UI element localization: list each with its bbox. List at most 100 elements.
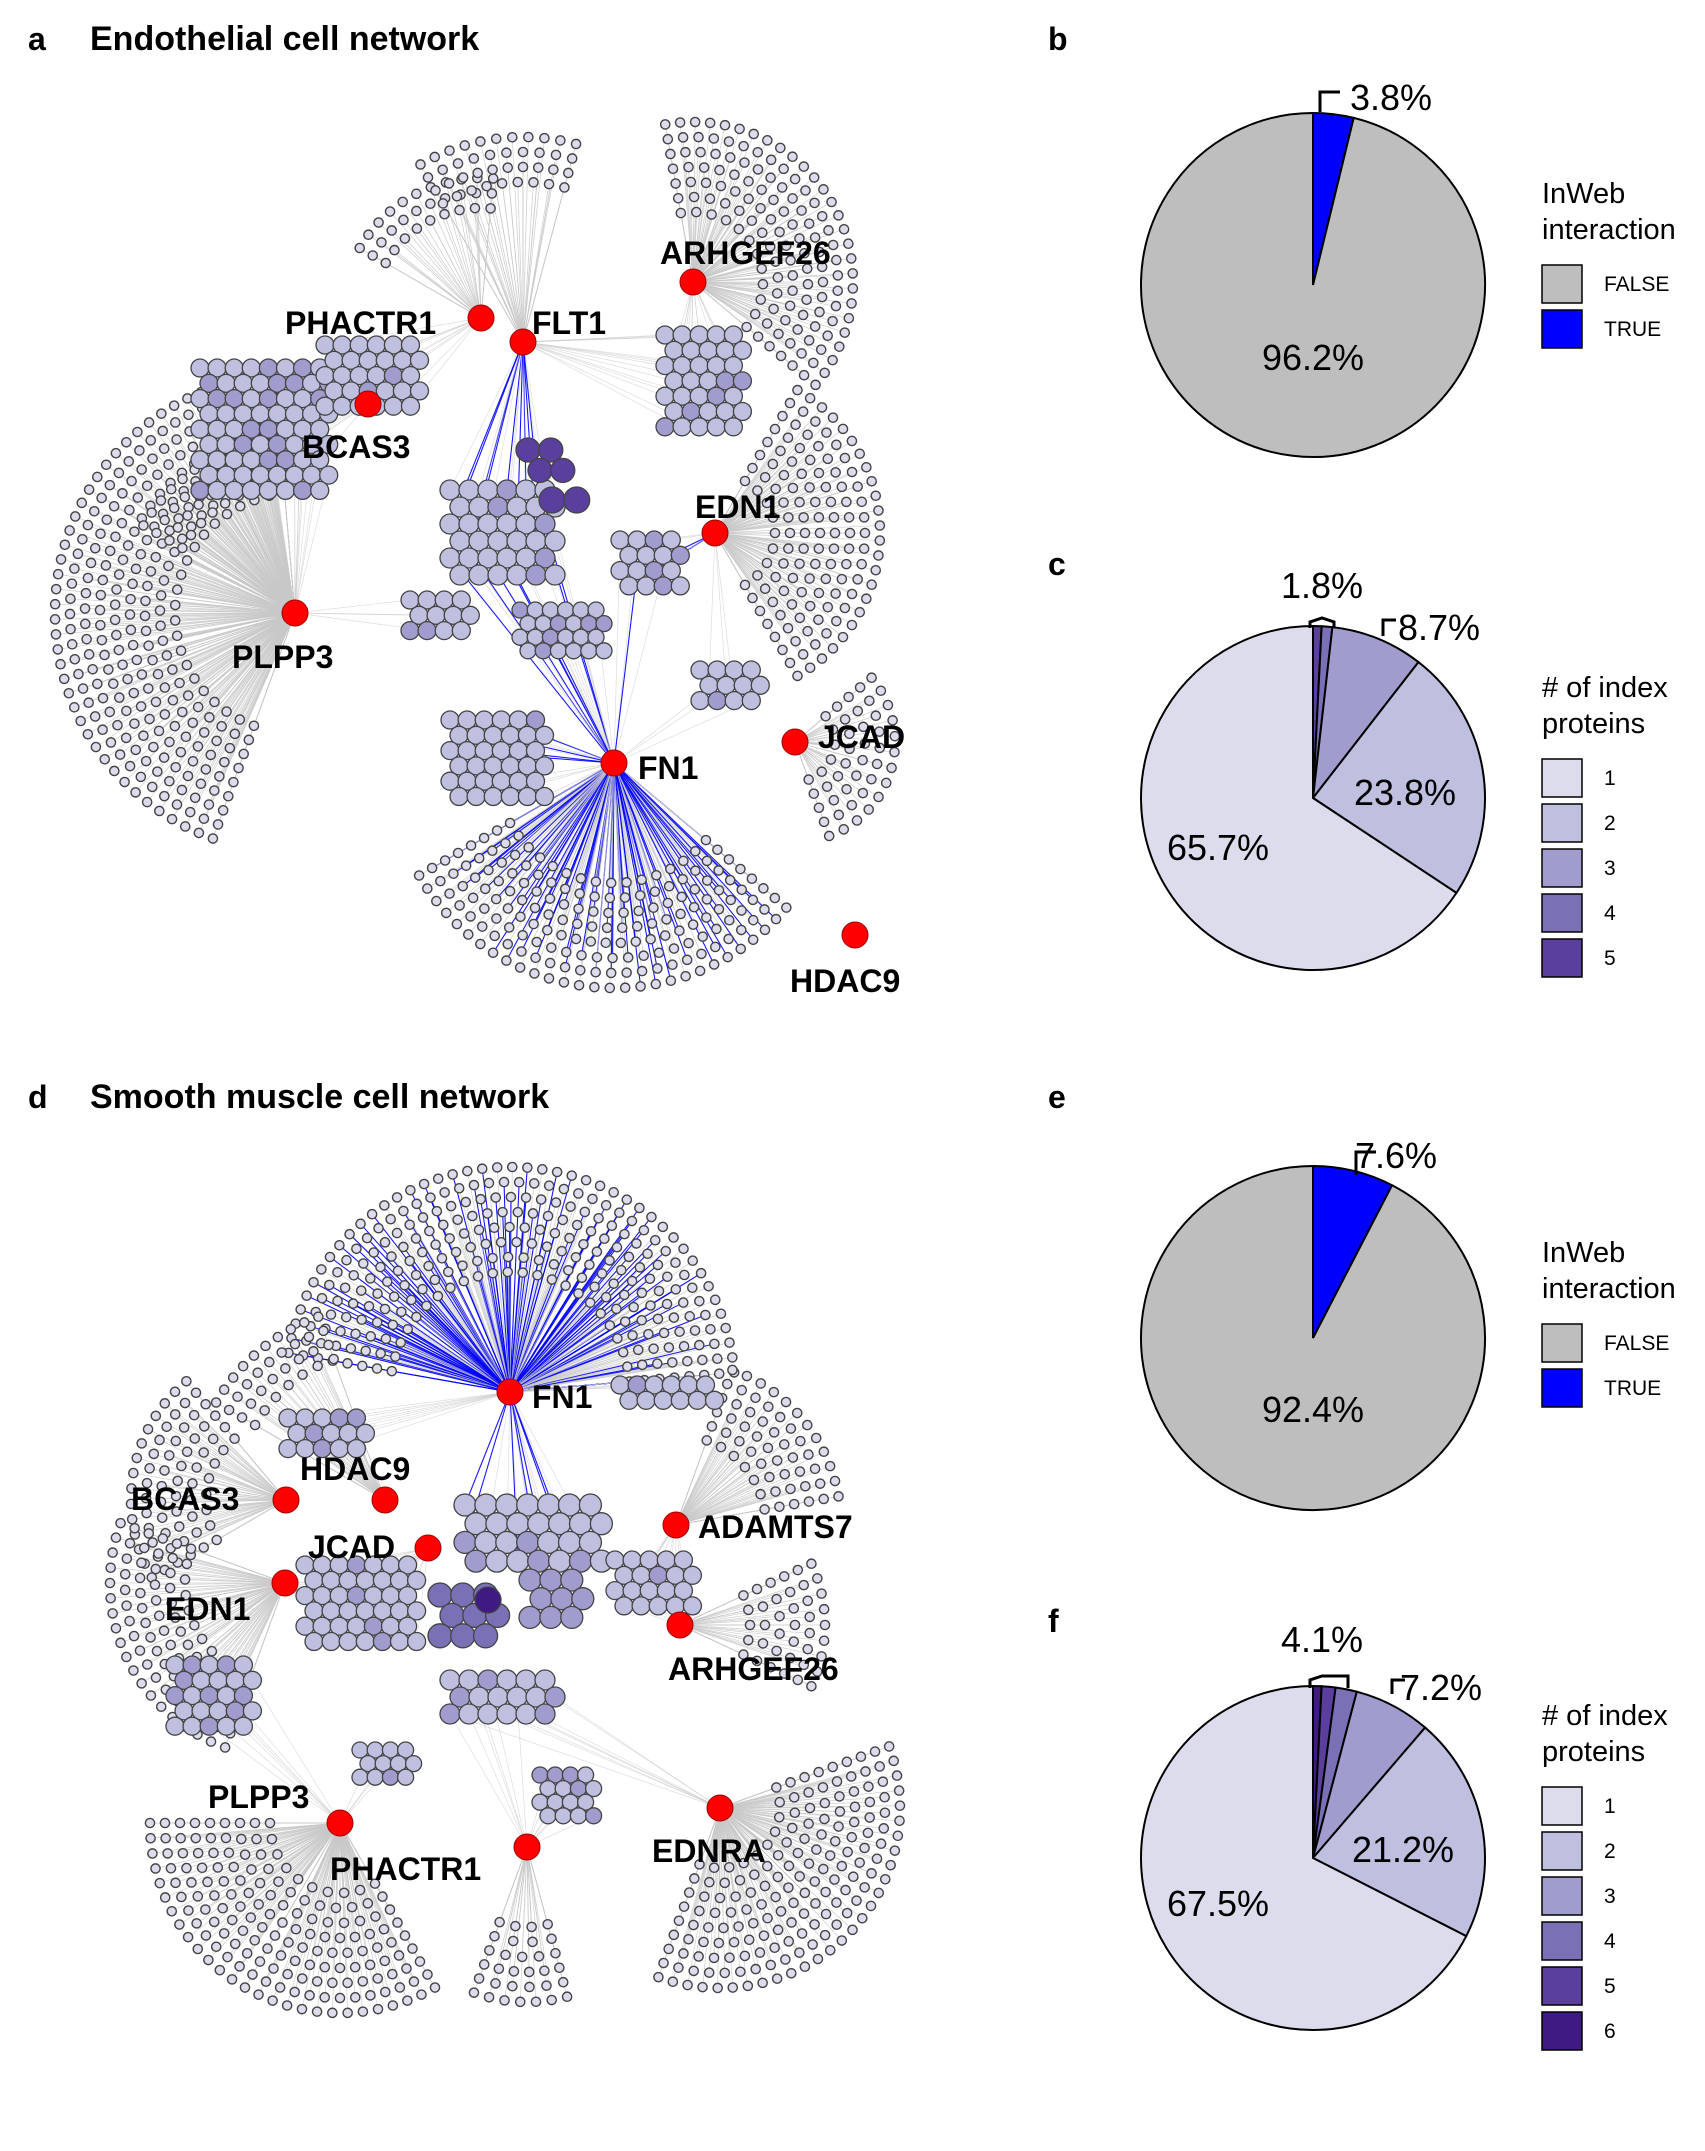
hub-label: FLT1 bbox=[532, 305, 606, 341]
leaf-node bbox=[575, 964, 586, 976]
hub-label: JCAD bbox=[818, 719, 905, 755]
leaf-node bbox=[621, 967, 632, 978]
leaf-node bbox=[163, 560, 174, 572]
leaf-node bbox=[484, 149, 496, 161]
leaf-node bbox=[205, 749, 217, 761]
leaf-node bbox=[681, 954, 693, 966]
leaf-node bbox=[818, 1603, 830, 1615]
leaf-node bbox=[649, 886, 661, 897]
leaf-node bbox=[127, 639, 139, 651]
leaf-node bbox=[497, 1206, 508, 1218]
leaf-node bbox=[148, 741, 159, 753]
leaf-node bbox=[364, 1959, 376, 1971]
slice-label: 23.8% bbox=[1354, 772, 1456, 813]
leaf-node bbox=[210, 1397, 222, 1408]
leaf-node bbox=[847, 283, 859, 294]
leaf-node bbox=[95, 589, 107, 601]
leaf-node bbox=[127, 578, 138, 590]
leaf-node bbox=[570, 933, 582, 945]
leaf-node bbox=[222, 1951, 233, 1963]
leaf-node bbox=[422, 883, 433, 894]
leaf-node bbox=[627, 1330, 638, 1341]
leaf-node bbox=[129, 526, 140, 537]
leaf-node bbox=[715, 180, 727, 192]
hub-node bbox=[354, 390, 382, 418]
leaf-node bbox=[113, 569, 125, 580]
slice-label: 1.8% bbox=[1281, 565, 1363, 606]
edge bbox=[509, 1185, 601, 1393]
leaf-node bbox=[128, 1467, 139, 1479]
leaf-node bbox=[748, 1917, 759, 1929]
leaf-node bbox=[626, 1215, 638, 1227]
leaf-node bbox=[192, 1943, 204, 1955]
leaf-node bbox=[838, 824, 850, 835]
leaf-node bbox=[159, 790, 170, 802]
edge bbox=[294, 1822, 341, 1962]
edge bbox=[403, 219, 482, 319]
leaf-node bbox=[243, 734, 255, 746]
leaf-node bbox=[719, 1877, 731, 1889]
leaf-node bbox=[830, 300, 842, 312]
leaf-node bbox=[273, 1876, 284, 1887]
protein-node bbox=[389, 1631, 410, 1652]
leaf-node bbox=[391, 1227, 403, 1239]
leaf-node bbox=[411, 223, 423, 234]
leaf-node bbox=[547, 860, 559, 872]
protein-node bbox=[538, 486, 566, 514]
edge bbox=[549, 762, 615, 964]
leaf-node bbox=[454, 900, 465, 911]
leaf-node bbox=[140, 1617, 151, 1629]
edge bbox=[87, 524, 296, 614]
leaf-node bbox=[812, 1953, 824, 1965]
leaf-node bbox=[775, 609, 786, 621]
protein-node bbox=[466, 786, 486, 807]
leaf-node bbox=[443, 178, 455, 189]
edge bbox=[578, 762, 615, 986]
leaf-node bbox=[841, 496, 852, 508]
leaf-node bbox=[393, 1950, 405, 1961]
leaf-node bbox=[491, 1162, 503, 1173]
edge bbox=[444, 214, 482, 319]
legend-label: FALSE bbox=[1604, 1332, 1669, 1355]
edge bbox=[509, 1183, 535, 1393]
leaf-node bbox=[543, 1180, 555, 1191]
leaf-node bbox=[458, 1228, 470, 1239]
leaf-node bbox=[507, 1935, 519, 1947]
leaf-node bbox=[411, 1311, 422, 1323]
edge bbox=[423, 1183, 511, 1393]
edge bbox=[459, 762, 615, 906]
protein-node bbox=[496, 1703, 518, 1725]
leaf-node bbox=[820, 481, 832, 493]
leaf-node bbox=[445, 1200, 457, 1212]
leaf-node bbox=[281, 1862, 292, 1874]
leaf-node bbox=[282, 1968, 293, 1980]
leaf-node bbox=[209, 1458, 221, 1469]
leaf-node bbox=[808, 788, 820, 799]
protein-node bbox=[636, 1390, 656, 1410]
leaf-node bbox=[827, 643, 839, 654]
protein-node bbox=[653, 1390, 673, 1410]
leaf-node bbox=[414, 1956, 426, 1967]
leaf-node bbox=[531, 936, 543, 948]
leaf-node bbox=[452, 1214, 463, 1226]
leaf-node bbox=[725, 894, 737, 906]
leaf-node bbox=[504, 885, 516, 897]
leaf-node bbox=[762, 135, 773, 146]
leaf-node bbox=[392, 1917, 403, 1928]
edge bbox=[613, 762, 687, 977]
leaf-node bbox=[513, 830, 524, 842]
leaf-node bbox=[614, 1207, 625, 1219]
leaf-node bbox=[164, 535, 175, 546]
leaf-node bbox=[159, 709, 171, 720]
leaf-node bbox=[606, 1220, 618, 1232]
leaf-node bbox=[387, 1319, 399, 1331]
edge bbox=[77, 553, 296, 614]
protein-node bbox=[310, 419, 330, 439]
leaf-node bbox=[596, 1268, 608, 1279]
leaf-node bbox=[347, 1298, 359, 1309]
leaf-node bbox=[833, 210, 844, 221]
leaf-node bbox=[573, 1188, 584, 1199]
leaf-node bbox=[380, 1333, 392, 1345]
